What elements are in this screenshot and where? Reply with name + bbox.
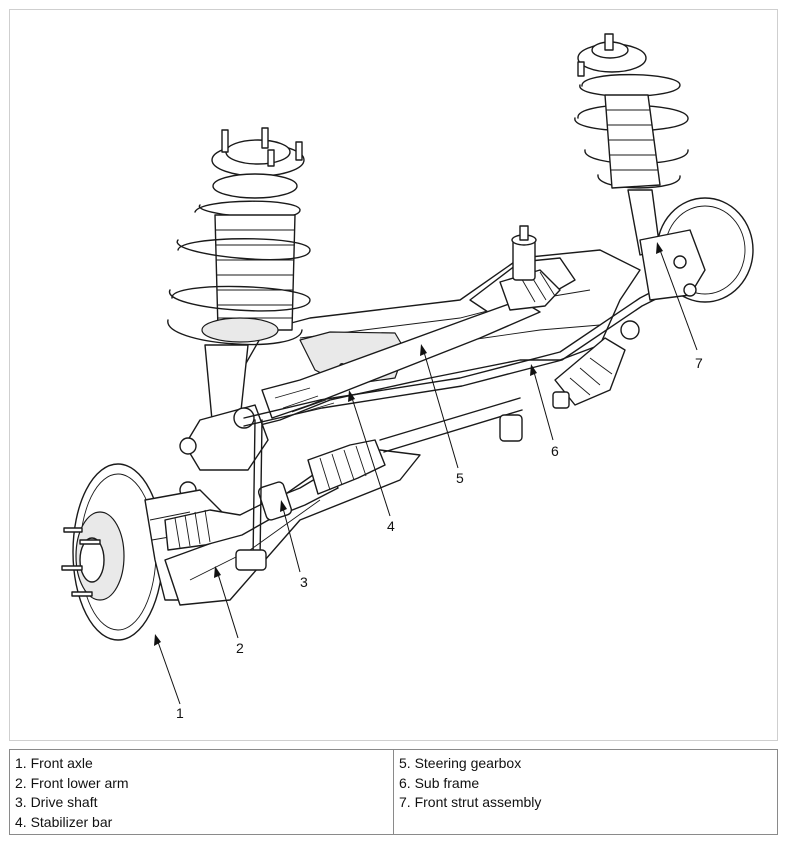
front-suspension-diagram: 1 2 3 4 5 6 7 [61, 33, 754, 721]
callout-7: 7 [656, 242, 703, 371]
left-strut-illustration [167, 127, 311, 499]
parts-legend: 1. Front axle 2. Front lower arm 3. Driv… [9, 749, 778, 835]
legend-column-right: 5. Steering gearbox 6. Sub frame 7. Fron… [393, 750, 777, 834]
legend-item-sub-frame: 6. Sub frame [399, 774, 480, 791]
callout-2-number: 2 [236, 640, 244, 656]
callout-1-number: 1 [176, 705, 184, 721]
callout-4-leader [351, 397, 391, 517]
callout-1-leader [157, 641, 181, 705]
legend-column-left: 1. Front axle 2. Front lower arm 3. Driv… [10, 750, 393, 834]
steering-gearbox-illustration [261, 225, 561, 419]
callout-7-leader [659, 249, 698, 351]
legend-item-steering-gearbox: 5. Steering gearbox [399, 755, 522, 771]
callout-4: 4 [348, 390, 395, 534]
callout-6: 6 [530, 364, 559, 459]
callout-5-leader [423, 351, 459, 469]
legend-item-stabilizer-bar: 4. Stabilizer bar [15, 813, 113, 830]
callout-2-leader [217, 573, 239, 639]
callout-7-number: 7 [695, 355, 703, 371]
callout-3: 3 [280, 500, 308, 590]
callout-6-leader [533, 371, 554, 441]
legend-item-front-strut-assembly: 7. Front strut assembly [399, 794, 542, 810]
callout-4-number: 4 [387, 518, 395, 534]
legend-item-drive-shaft: 3. Drive shaft [15, 794, 98, 810]
right-strut-illustration [574, 33, 754, 303]
callout-1: 1 [154, 634, 184, 721]
legend-item-front-axle: 1. Front axle [15, 755, 93, 771]
stabilizer-bar-illustration [233, 284, 669, 571]
callout-6-number: 6 [551, 443, 559, 459]
callout-2: 2 [214, 566, 244, 656]
drive-shaft-illustration [164, 337, 626, 551]
figure-frame [9, 9, 778, 741]
callout-5: 5 [420, 344, 464, 486]
callout-3-number: 3 [300, 574, 308, 590]
callout-3-leader [282, 507, 301, 573]
legend-item-front-lower-arm: 2. Front lower arm [15, 774, 129, 791]
callout-5-number: 5 [456, 470, 464, 486]
